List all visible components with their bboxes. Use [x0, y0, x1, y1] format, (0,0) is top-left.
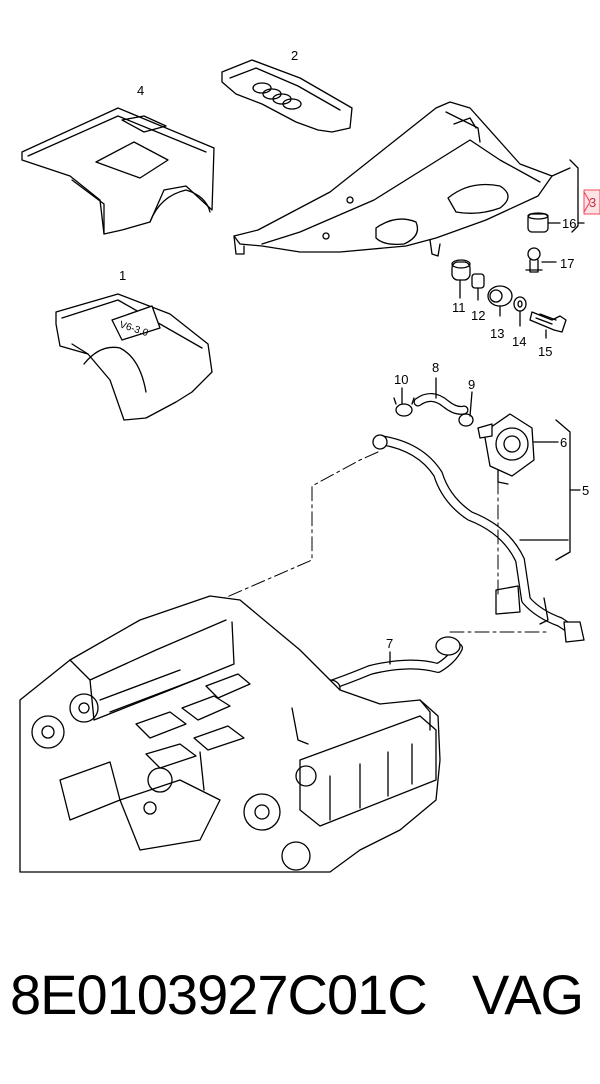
callout-9: 9 — [468, 377, 475, 392]
callout-11: 11 — [452, 300, 466, 315]
callout-1: 1 — [119, 268, 126, 283]
callout-3: 3 — [589, 195, 596, 210]
part-15-bolt — [529, 311, 567, 333]
callout-15: 15 — [538, 344, 552, 359]
callout-8: 8 — [432, 360, 439, 375]
part-4-engine-cover — [21, 107, 215, 235]
part-9-clip — [458, 413, 474, 427]
callout-10: 10 — [394, 372, 408, 387]
part-2-logo-cover — [221, 59, 353, 133]
callout-2: 2 — [291, 48, 298, 63]
callout-5: 5 — [582, 483, 589, 498]
part-17-pin — [525, 247, 543, 273]
callout-12: 12 — [471, 308, 485, 323]
part-11-grommet — [451, 259, 471, 281]
part-10-clamp — [393, 397, 415, 417]
callout-6: 6 — [560, 435, 567, 450]
audi-rings-logo — [252, 82, 302, 110]
callout-14: 14 — [512, 334, 526, 349]
part-13-rubber-mount — [487, 285, 513, 307]
part-6-oil-separator — [477, 413, 535, 485]
callout-4: 4 — [137, 83, 144, 98]
exploded-parts-diagram: 2 4 3 16 17 1 11 12 13 14 15 10 8 9 6 5 … — [19, 48, 600, 873]
part-1-engine-cover — [55, 293, 213, 421]
callout-16: 16 — [562, 216, 576, 231]
callout-17: 17 — [560, 256, 574, 271]
part-7-vent-hose — [317, 636, 463, 697]
part-16-bushing — [527, 212, 549, 233]
part-12-spacer — [471, 273, 485, 289]
part-8-hose — [413, 393, 469, 415]
part-number: 8E0103927C01C — [10, 963, 428, 1026]
part-3-lower-cover — [233, 101, 553, 257]
engine-block — [19, 595, 441, 873]
part-5-breather-hose — [372, 434, 585, 643]
part-14-washer — [513, 296, 527, 312]
brand-label: VAG — [472, 963, 584, 1026]
callout-13: 13 — [490, 326, 504, 341]
callout-7: 7 — [386, 636, 393, 651]
